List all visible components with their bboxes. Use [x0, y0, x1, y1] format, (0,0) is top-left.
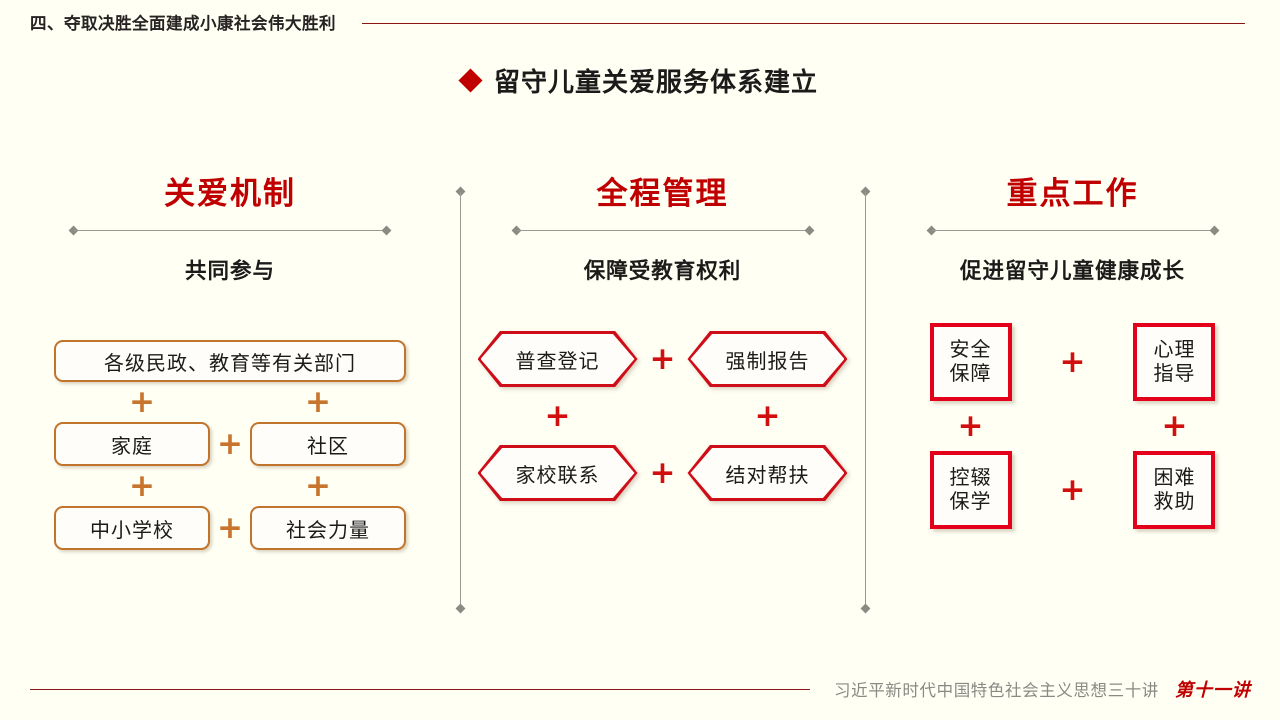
box-line-1: 困难 — [1153, 466, 1196, 489]
box-line-2: 保障 — [949, 363, 992, 385]
column-1-heading: 关爱机制 — [164, 176, 296, 211]
box-psychological-guidance[interactable]: 心理 指导 — [1133, 323, 1216, 401]
plus-icon: + — [305, 384, 331, 420]
column-3-heading-rule — [926, 225, 1219, 235]
slide-header: 四、夺取决胜全面建成小康社会伟大胜利 — [0, 0, 1280, 44]
hexagon-row: 普查登记 + 强制报告 — [477, 331, 848, 387]
plus-icon: + — [1161, 408, 1188, 444]
box-schools[interactable]: 中小学校 — [54, 506, 210, 550]
hexagon-label: 家校联系 — [515, 464, 600, 487]
plus-row: + + — [54, 466, 406, 506]
box-line-1: 心理 — [1153, 338, 1196, 361]
column-1-subheading: 共同参与 — [184, 259, 275, 283]
plus-icon: + — [129, 384, 155, 420]
plus-icon: + — [1059, 343, 1086, 380]
column-1-heading-rule — [68, 225, 392, 235]
slide-footer: 习近平新时代中国特色社会主义思想三十讲 第十一讲 — [0, 674, 1280, 704]
box-hardship-assistance[interactable]: 困难 救助 — [1133, 451, 1216, 529]
rule-diamond-right-icon — [381, 225, 392, 235]
hexagon-census-registration[interactable]: 普查登记 — [477, 331, 638, 387]
plus-icon: + — [129, 468, 155, 504]
box-departments[interactable]: 各级民政、教育等有关部门 — [54, 340, 406, 382]
hexagon-label: 结对帮扶 — [725, 464, 810, 487]
page-title: 留守儿童关爱服务体系建立 — [493, 67, 818, 97]
diamond-bullet-icon — [458, 68, 483, 93]
box-dropout-prevention[interactable]: 控辍 保学 — [929, 451, 1012, 529]
hexagon-fill-icon — [480, 334, 635, 384]
hexagon-fill-icon — [690, 448, 845, 498]
plus-icon: + — [305, 468, 331, 504]
hexagon-label: 普查登记 — [515, 350, 600, 373]
plus-row: + + — [478, 387, 848, 445]
hexagon-home-school-contact[interactable]: 家校联系 — [477, 445, 638, 501]
plus-row: + + — [54, 382, 406, 422]
plus-icon: + — [649, 454, 676, 491]
hexagon-mandatory-reporting[interactable]: 强制报告 — [687, 331, 848, 387]
hexagon-fill-icon — [690, 334, 845, 384]
column-2-heading-rule — [511, 225, 814, 235]
column-care-mechanism: 关爱机制 共同参与 各级民政、教育等有关部门 + + 家庭 + 社区 + + — [0, 160, 460, 630]
column-3-heading: 重点工作 — [1006, 176, 1139, 211]
plus-row: + + — [930, 401, 1216, 451]
box-social-forces[interactable]: 社会力量 — [249, 506, 406, 550]
plus-icon: + — [217, 509, 243, 546]
square-box-row: 控辍 保学 + 困难 救助 — [929, 451, 1216, 529]
square-box-row: 安全 保障 + 心理 指导 — [929, 323, 1216, 401]
plus-icon: + — [754, 398, 781, 434]
hexagon-label: 强制报告 — [725, 350, 810, 373]
footer-lecture-number: 第十一讲 — [1174, 680, 1251, 700]
column-2-subheading: 保障受教育权利 — [583, 259, 742, 283]
column-2-heading: 全程管理 — [596, 176, 729, 211]
rule-line — [516, 229, 809, 231]
plus-icon: + — [957, 408, 984, 444]
column-1-diagram: 各级民政、教育等有关部门 + + 家庭 + 社区 + + 中小学校 + 社会力量 — [50, 340, 410, 550]
slide-title-row: 留守儿童关爱服务体系建立 — [0, 62, 1280, 99]
footer-book-title: 习近平新时代中国特色社会主义思想三十讲 — [834, 682, 1159, 700]
plus-icon: + — [217, 425, 243, 462]
rule-diamond-right-icon — [804, 225, 814, 235]
hexagon-row: 家校联系 + 结对帮扶 — [477, 445, 848, 501]
section-title: 四、夺取决胜全面建成小康社会伟大胜利 — [30, 15, 336, 33]
column-3-subheading: 促进留守儿童健康成长 — [959, 259, 1185, 283]
box-line-1: 控辍 — [949, 466, 992, 489]
rule-line — [931, 229, 1214, 231]
plus-icon: + — [1059, 471, 1086, 508]
box-line-2: 救助 — [1153, 491, 1196, 513]
box-family[interactable]: 家庭 — [54, 422, 210, 466]
column-2-diagram: 普查登记 + 强制报告 + + 家校联系 + — [477, 331, 848, 501]
column-whole-process-management: 全程管理 保障受教育权利 普查登记 + 强制报告 — [460, 160, 865, 630]
hexagon-fill-icon — [480, 448, 635, 498]
box-line-2: 指导 — [1153, 363, 1196, 385]
column-3-diagram: 安全 保障 + 心理 指导 + + 控辍 保学 + — [928, 323, 1218, 529]
box-row: 家庭 + 社区 — [54, 422, 406, 466]
box-row: 中小学校 + 社会力量 — [54, 506, 406, 550]
hexagon-paired-assistance[interactable]: 结对帮扶 — [687, 445, 848, 501]
rule-diamond-right-icon — [1209, 225, 1219, 235]
box-line-1: 安全 — [949, 338, 992, 361]
header-divider-line — [362, 22, 1245, 24]
columns-container: 关爱机制 共同参与 各级民政、教育等有关部门 + + 家庭 + 社区 + + — [0, 160, 1280, 630]
box-safety-guarantee[interactable]: 安全 保障 — [929, 323, 1012, 401]
plus-icon: + — [649, 340, 676, 377]
box-line-2: 保学 — [949, 491, 992, 513]
rule-line — [74, 229, 386, 231]
box-community[interactable]: 社区 — [249, 422, 406, 466]
footer-divider-line — [30, 688, 810, 690]
column-key-work: 重点工作 促进留守儿童健康成长 安全 保障 + 心理 指导 + + — [865, 160, 1280, 630]
plus-icon: + — [544, 398, 571, 434]
